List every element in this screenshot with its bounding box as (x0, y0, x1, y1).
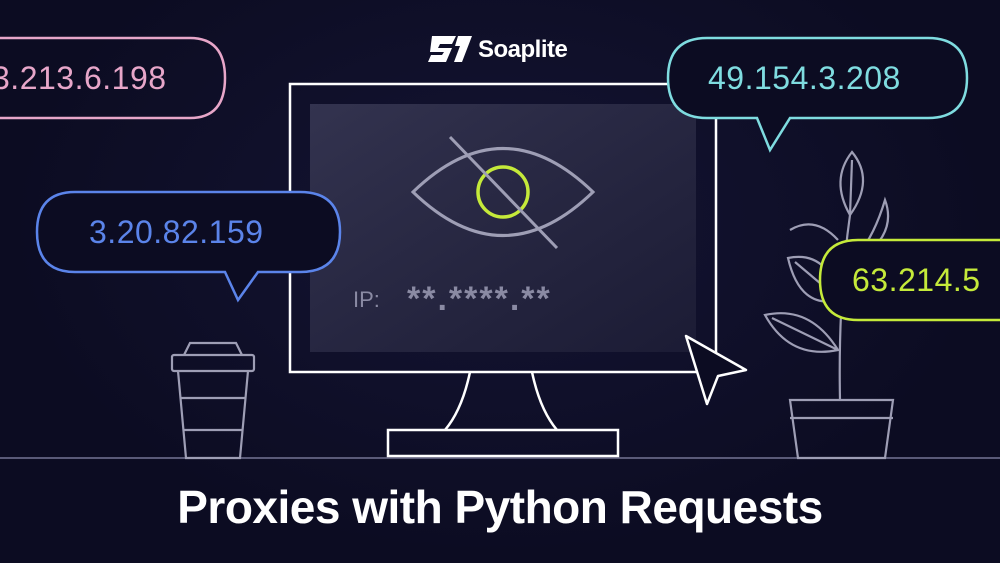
bubble-outline-4 (818, 238, 1000, 322)
screen-ip-masked: **.****.** (407, 280, 552, 318)
page-title: Proxies with Python Requests (177, 481, 823, 533)
bubble-ip-4: 63.214.5 (852, 262, 981, 298)
monitor-icon (288, 82, 718, 458)
logo-icon (428, 36, 472, 62)
eye-slash-icon (410, 135, 596, 250)
coffee-cup-icon (170, 341, 256, 460)
bubble-outline-2 (35, 190, 342, 303)
screen-ip-label: IP: (353, 287, 380, 312)
cursor-arrow-icon (684, 334, 748, 406)
bubble-ip-3: 49.154.3.208 (708, 60, 901, 96)
brand-name: Soaplite (478, 36, 568, 63)
bubble-outline-3 (666, 36, 969, 153)
bubble-ip-1: 3.213.6.198 (0, 60, 167, 96)
bubble-ip-2: 3.20.82.159 (89, 214, 264, 250)
bubble-outline-1 (0, 36, 227, 120)
